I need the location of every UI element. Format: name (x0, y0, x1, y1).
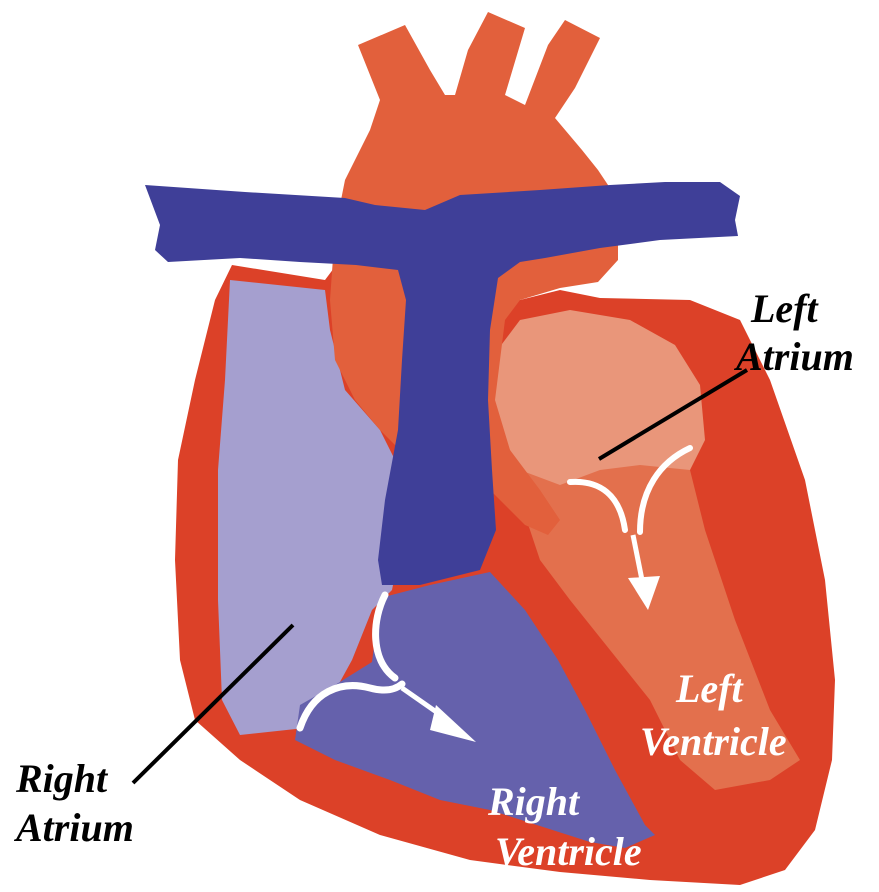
right-atrium-label-line2: Atrium (13, 805, 134, 850)
right-atrium-label-line1: Right (15, 756, 109, 801)
left-atrium-label-line1: Left (750, 286, 820, 331)
left-ventricle-label-line1: Left (675, 666, 745, 711)
left-atrium-label-line2: Atrium (733, 334, 854, 379)
right-ventricle-label-line1: Right (487, 779, 581, 824)
right-ventricle-label-line2: Ventricle (495, 829, 642, 874)
left-ventricle-label-line2: Ventricle (640, 719, 787, 764)
